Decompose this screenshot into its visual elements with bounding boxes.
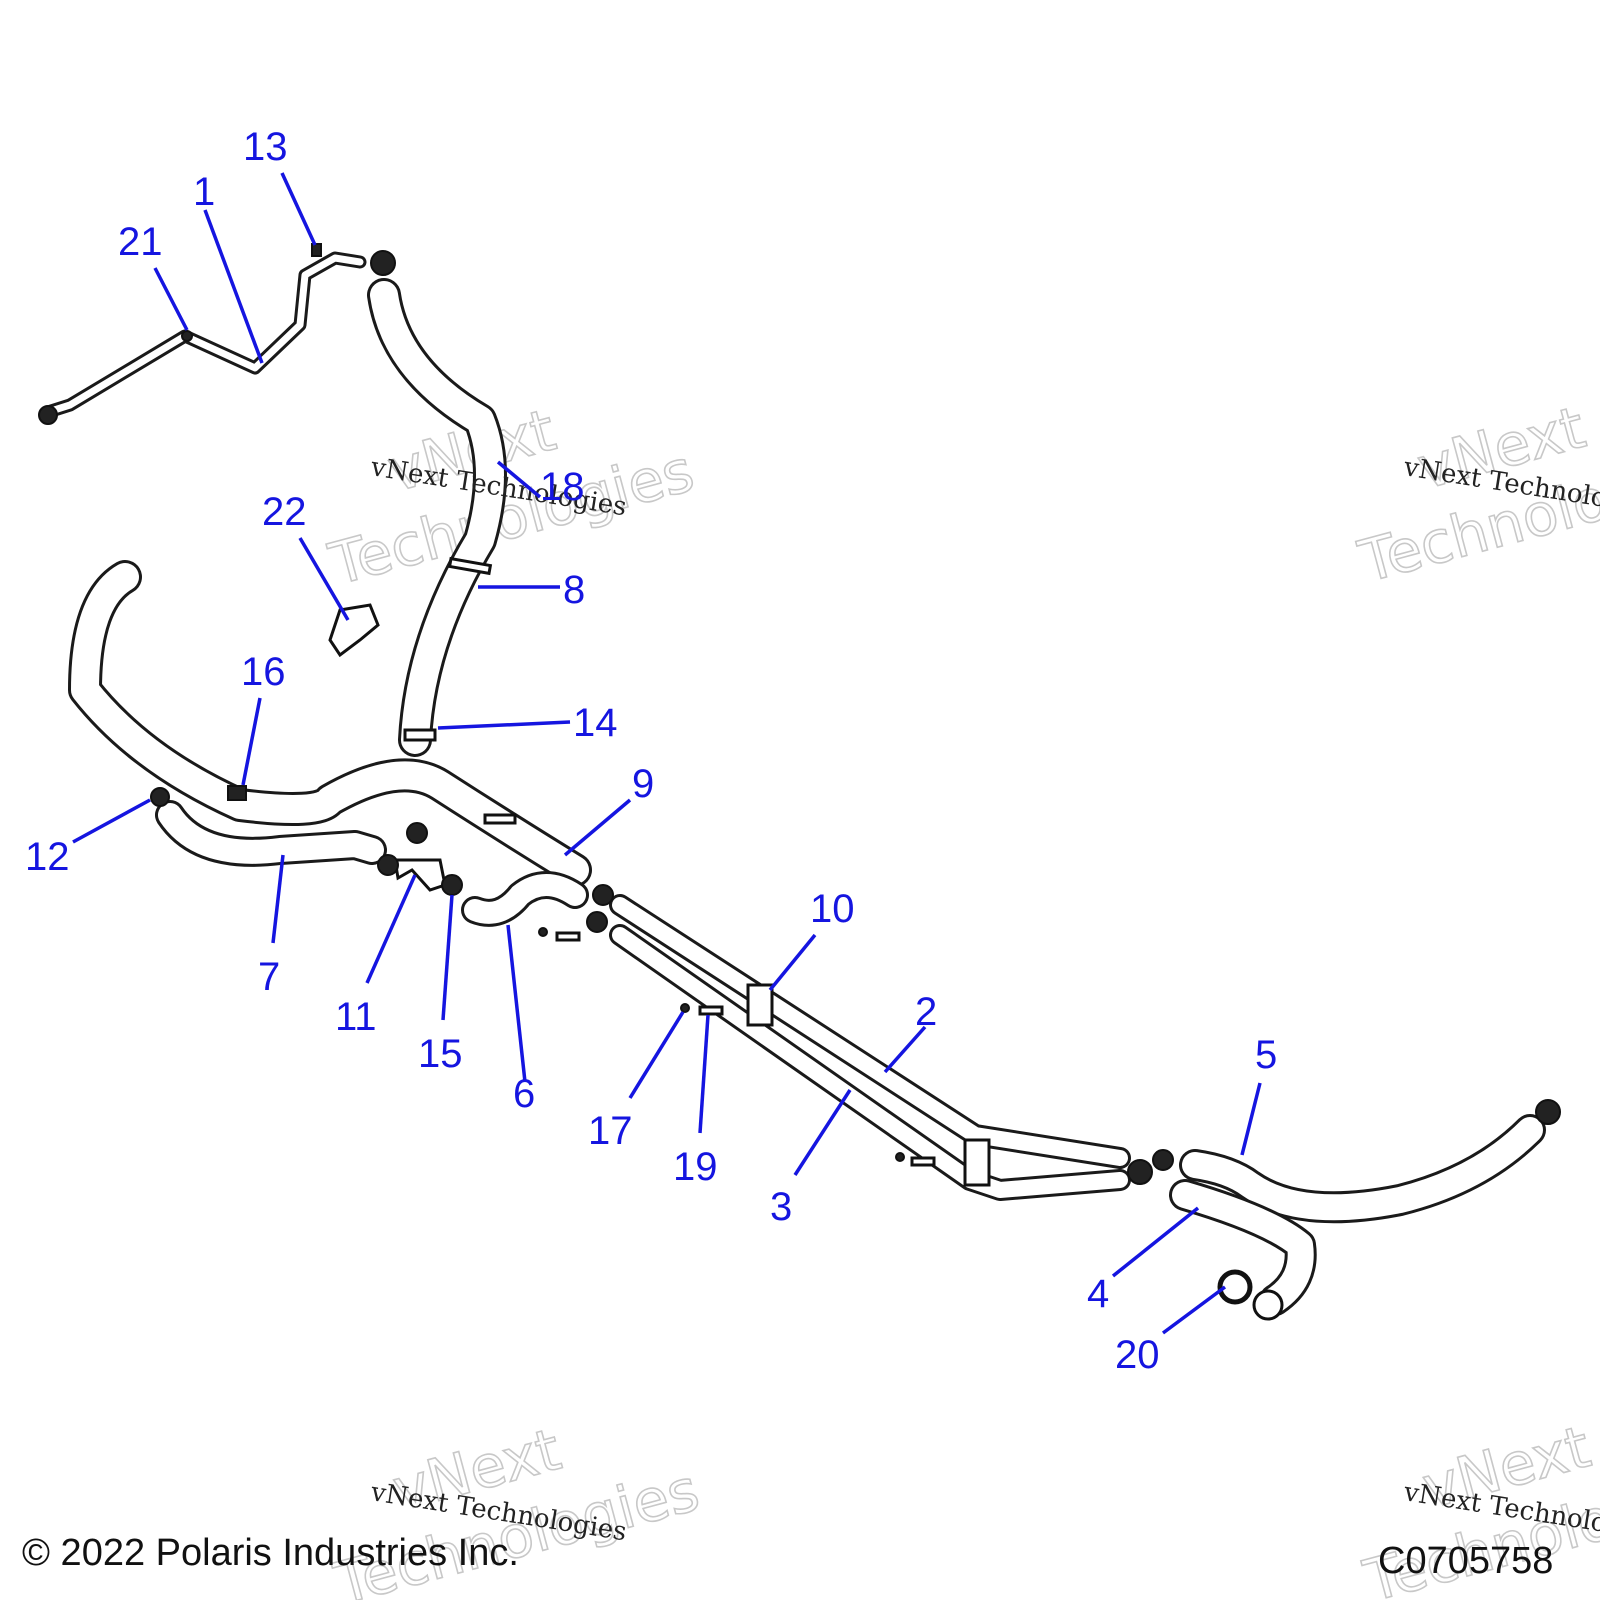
leader-22 bbox=[298, 537, 350, 621]
leader-2 bbox=[883, 1025, 927, 1074]
callout-18: 18 bbox=[540, 465, 585, 509]
callout-22: 22 bbox=[262, 490, 307, 534]
callout-11: 11 bbox=[335, 995, 377, 1039]
callout-7: 7 bbox=[258, 955, 280, 999]
bolt-19-b bbox=[910, 1156, 936, 1167]
leader-15 bbox=[441, 894, 454, 1021]
callout-2: 2 bbox=[915, 990, 937, 1034]
callout-19: 19 bbox=[673, 1145, 718, 1189]
leader-10 bbox=[768, 933, 817, 992]
leader-lines bbox=[72, 172, 1262, 1335]
bolt-17-c bbox=[538, 927, 548, 937]
hose-9-clamp bbox=[483, 813, 517, 825]
leader-5 bbox=[1240, 1082, 1262, 1156]
leader-20 bbox=[1161, 1285, 1227, 1335]
tube-end-clamp-2 bbox=[1152, 1149, 1174, 1171]
leader-9 bbox=[563, 798, 632, 857]
bolt-17-b bbox=[895, 1152, 905, 1162]
copyright-text: © 2022 Polaris Industries Inc. bbox=[22, 1532, 519, 1574]
bracket-3 bbox=[963, 1138, 991, 1187]
callout-20: 20 bbox=[1115, 1333, 1160, 1377]
callout-15: 15 bbox=[418, 1032, 463, 1076]
leader-6 bbox=[506, 924, 527, 1083]
clamp-14 bbox=[403, 728, 437, 742]
clamp-11-left bbox=[377, 854, 399, 876]
callout-13: 13 bbox=[243, 125, 288, 169]
bracket-10 bbox=[746, 983, 774, 1027]
leader-18 bbox=[496, 460, 542, 499]
leader-14 bbox=[437, 720, 571, 730]
hose-parts bbox=[38, 243, 1561, 1321]
leader-4 bbox=[1111, 1206, 1200, 1278]
leader-13 bbox=[280, 172, 317, 246]
clamp-11-top bbox=[406, 822, 428, 844]
hose-5-end-clamp bbox=[1535, 1099, 1561, 1125]
callout-6: 6 bbox=[513, 1072, 535, 1116]
clamp-15 bbox=[441, 874, 463, 896]
clamp-16 bbox=[227, 785, 247, 801]
bolt-19 bbox=[698, 1005, 724, 1016]
drawing-id: C0705758 bbox=[1378, 1540, 1553, 1582]
callout-8: 8 bbox=[563, 568, 585, 612]
leader-12 bbox=[72, 798, 151, 844]
callout-10: 10 bbox=[810, 887, 855, 931]
callout-17: 17 bbox=[588, 1109, 633, 1153]
leader-3 bbox=[793, 1089, 852, 1176]
callout-14: 14 bbox=[573, 701, 618, 745]
tube-end-clamp bbox=[1127, 1159, 1153, 1185]
callout-9: 9 bbox=[632, 762, 654, 806]
leader-21 bbox=[153, 267, 189, 331]
leader-17 bbox=[628, 1011, 685, 1099]
leader-7 bbox=[271, 854, 285, 944]
tube-clamp-lower bbox=[586, 911, 608, 933]
tee-11 bbox=[393, 858, 447, 892]
leader-16 bbox=[241, 697, 262, 786]
callout-1: 1 bbox=[193, 170, 215, 214]
bolt-17 bbox=[680, 1003, 690, 1013]
callout-labels: 1 2 3 4 5 6 7 8 9 10 11 12 13 14 15 16 1… bbox=[25, 125, 1277, 1377]
clamp-21 bbox=[181, 330, 193, 342]
clamp-12 bbox=[150, 787, 170, 807]
elbow-22 bbox=[328, 603, 380, 658]
callout-5: 5 bbox=[1255, 1033, 1277, 1077]
callout-16: 16 bbox=[241, 650, 286, 694]
clamp-18 bbox=[447, 556, 493, 576]
callout-4: 4 bbox=[1087, 1272, 1109, 1316]
hose-1-end-clamp bbox=[38, 405, 58, 425]
hose-4-end bbox=[1252, 1289, 1284, 1321]
bolt-19-c bbox=[555, 931, 581, 942]
hose-1-fitting bbox=[370, 250, 396, 276]
callout-12: 12 bbox=[25, 835, 70, 879]
tube-clamp-upper bbox=[592, 884, 614, 906]
clamp-13 bbox=[311, 243, 322, 257]
leader-1 bbox=[203, 209, 264, 364]
leader-19 bbox=[698, 1014, 710, 1134]
callout-3: 3 bbox=[770, 1185, 792, 1229]
callout-21: 21 bbox=[118, 220, 163, 264]
leader-11 bbox=[365, 874, 417, 984]
clamp-20 bbox=[1217, 1269, 1253, 1305]
